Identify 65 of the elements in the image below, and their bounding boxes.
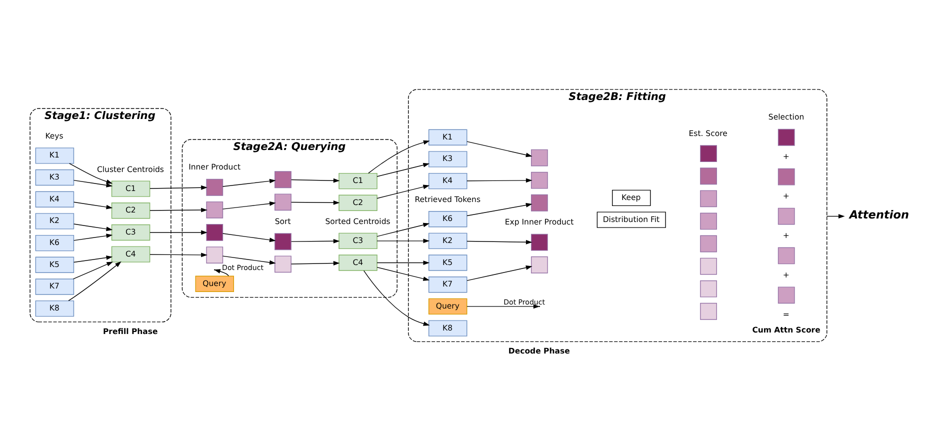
arrow bbox=[74, 223, 113, 231]
arrow bbox=[222, 200, 276, 209]
edge-label: Dot Product bbox=[504, 296, 546, 306]
arrow bbox=[376, 184, 430, 198]
arrow bbox=[376, 260, 430, 264]
node-box bbox=[700, 302, 717, 320]
arrow bbox=[214, 268, 230, 276]
node-box bbox=[274, 170, 292, 188]
arrow bbox=[466, 239, 532, 244]
node-box bbox=[530, 194, 548, 211]
arrow bbox=[376, 222, 430, 236]
node-box bbox=[700, 257, 717, 274]
arrow bbox=[222, 255, 276, 264]
arrow bbox=[290, 260, 340, 265]
node-box bbox=[274, 232, 292, 250]
node-box bbox=[530, 171, 548, 188]
arrow bbox=[150, 207, 208, 212]
arrow bbox=[150, 252, 208, 257]
node-box bbox=[206, 246, 224, 263]
arrow bbox=[376, 266, 430, 280]
arrow bbox=[150, 230, 208, 234]
arrow bbox=[222, 178, 276, 186]
arrow bbox=[363, 270, 430, 326]
arrow bbox=[74, 179, 113, 187]
arrow bbox=[222, 232, 276, 242]
node-box bbox=[206, 178, 224, 196]
node-box bbox=[206, 224, 224, 240]
node-box bbox=[206, 200, 224, 218]
node-box bbox=[778, 128, 795, 146]
arrow bbox=[466, 140, 532, 157]
node-box bbox=[530, 233, 548, 250]
arrow bbox=[466, 304, 540, 308]
node-box bbox=[700, 190, 717, 207]
arrow bbox=[466, 264, 532, 280]
node-box bbox=[700, 212, 717, 230]
node-text: Attention bbox=[849, 208, 909, 221]
node-box bbox=[778, 207, 795, 224]
node-box bbox=[530, 256, 548, 273]
arrow bbox=[290, 178, 340, 182]
arrow bbox=[74, 233, 113, 240]
arrow bbox=[74, 254, 113, 262]
arrow bbox=[368, 140, 430, 174]
arrow bbox=[290, 200, 340, 204]
arrow bbox=[69, 162, 113, 184]
node-box bbox=[530, 148, 548, 166]
node-box bbox=[700, 167, 717, 184]
arrow bbox=[68, 260, 122, 301]
node-box bbox=[778, 286, 795, 304]
node-box bbox=[700, 234, 717, 252]
arrow bbox=[150, 184, 208, 190]
node-box bbox=[274, 193, 292, 210]
edge-label: Dot Product bbox=[222, 262, 264, 272]
arrow bbox=[290, 238, 340, 243]
arrow bbox=[466, 178, 532, 182]
arrow bbox=[72, 261, 114, 279]
node-box bbox=[700, 280, 717, 297]
node-box bbox=[274, 255, 292, 272]
arrow bbox=[74, 201, 113, 209]
arrow bbox=[826, 214, 845, 218]
node-box bbox=[778, 246, 795, 264]
node-box bbox=[700, 144, 717, 162]
arrow bbox=[376, 162, 430, 176]
arrow bbox=[466, 202, 532, 216]
node-box bbox=[778, 168, 795, 185]
arrow bbox=[376, 238, 430, 243]
